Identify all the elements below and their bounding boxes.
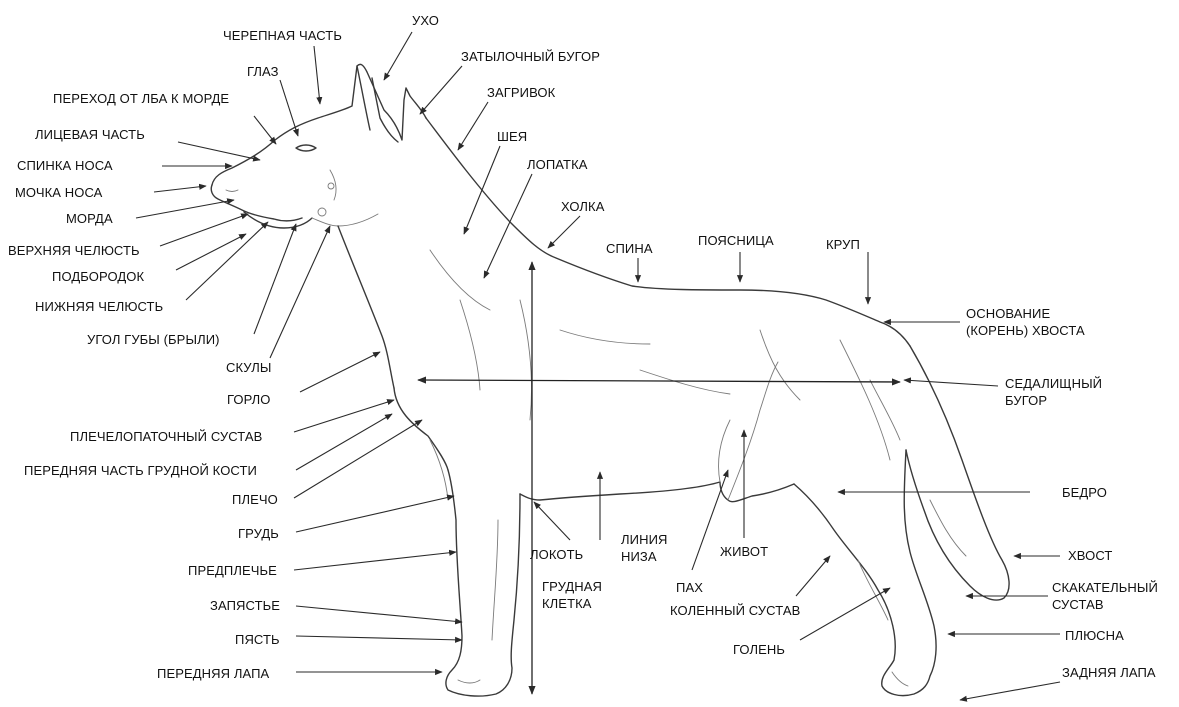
label-hock-line1: СКАКАТЕЛЬНЫЙ (1052, 579, 1158, 596)
front-leg (446, 470, 520, 696)
label-croup: КРУП (826, 236, 860, 253)
label-belly: ЖИВОТ (720, 543, 768, 560)
label-hindpaw: ЗАДНЯЯ ЛАПА (1062, 664, 1156, 681)
label-underline-line1: ЛИНИЯ (621, 531, 668, 548)
label-scruff: ЗАГРИВОК (487, 84, 555, 101)
label-cheekbones: СКУЛЫ (226, 359, 271, 376)
label-upper-jaw: ВЕРХНЯЯ ЧЕЛЮСТЬ (8, 242, 140, 259)
label-groin: ПАХ (676, 579, 703, 596)
label-shoulder-joint: ПЛЕЧЕЛОПАТОЧНЫЙ СУСТАВ (70, 428, 262, 445)
label-tail-base-line1: ОСНОВАНИЕ (966, 305, 1085, 322)
label-elbow: ЛОКОТЬ (530, 546, 583, 563)
label-metacarpus: ПЯСТЬ (235, 631, 280, 648)
tail-outline (906, 346, 1009, 600)
label-forearm: ПРЕДПЛЕЧЬЕ (188, 562, 277, 579)
label-upper-arm: ПЛЕЧО (232, 491, 278, 508)
label-lower-jaw: НИЖНЯЯ ЧЕЛЮСТЬ (35, 298, 163, 315)
label-chest: ГРУДЬ (238, 525, 279, 542)
label-stifle: КОЛЕННЫЙ СУСТАВ (670, 602, 800, 619)
label-lower-thigh: ГОЛЕНЬ (733, 641, 785, 658)
label-muzzle: МОРДА (66, 210, 113, 227)
label-nose: МОЧКА НОСА (15, 184, 102, 201)
label-ribcage: ГРУДНАЯ КЛЕТКА (542, 578, 602, 612)
label-underline-line2: НИЗА (621, 548, 668, 565)
label-metatarsus: ПЛЮСНА (1065, 627, 1124, 644)
label-chin: ПОДБОРОДОК (52, 268, 144, 285)
head-outline (212, 64, 426, 185)
topline (426, 118, 910, 346)
label-neck: ШЕЯ (497, 128, 527, 145)
label-stop: ПЕРЕХОД ОТ ЛБА К МОРДЕ (53, 90, 229, 107)
label-prosternum: ПЕРЕДНЯЯ ЧАСТЬ ГРУДНОЙ КОСТИ (24, 462, 257, 479)
label-cranial-part: ЧЕРЕПНАЯ ЧАСТЬ (223, 27, 342, 44)
label-ear: УХО (412, 12, 439, 29)
label-ribcage-line2: КЛЕТКА (542, 595, 602, 612)
label-ischial-line1: СЕДАЛИЩНЫЙ (1005, 375, 1102, 392)
label-lip-corner: УГОЛ ГУБЫ (БРЫЛИ) (87, 331, 220, 348)
label-ischial: СЕДАЛИЩНЫЙ БУГОР (1005, 375, 1102, 409)
label-eye: ГЛАЗ (247, 63, 279, 80)
label-ribcage-line1: ГРУДНАЯ (542, 578, 602, 595)
label-wrist: ЗАПЯСТЬЕ (210, 597, 280, 614)
label-hock: СКАКАТЕЛЬНЫЙ СУСТАВ (1052, 579, 1158, 613)
neck-front (338, 226, 394, 388)
label-back: СПИНА (606, 240, 653, 257)
label-ischial-line2: БУГОР (1005, 392, 1102, 409)
label-tail: ХВОСТ (1068, 547, 1112, 564)
label-tail-base-line2: (КОРЕНЬ) ХВОСТА (966, 322, 1085, 339)
label-facial-part: ЛИЦЕВАЯ ЧАСТЬ (35, 126, 145, 143)
ear-outline (357, 66, 398, 142)
label-forepaw: ПЕРЕДНЯЯ ЛАПА (157, 665, 269, 682)
label-tail-base: ОСНОВАНИЕ (КОРЕНЬ) ХВОСТА (966, 305, 1085, 339)
label-loin: ПОЯСНИЦА (698, 232, 774, 249)
chest-outline (394, 388, 448, 470)
muzzle-outline (211, 185, 302, 221)
label-withers: ХОЛКА (561, 198, 604, 215)
label-hock-line2: СУСТАВ (1052, 596, 1158, 613)
label-underline: ЛИНИЯ НИЗА (621, 531, 668, 565)
underline (520, 482, 794, 502)
label-shoulder-blade: ЛОПАТКА (527, 156, 588, 173)
length-arrow (418, 380, 900, 382)
eye-outline (296, 145, 316, 151)
label-throat: ГОРЛО (227, 391, 271, 408)
label-occipital: ЗАТЫЛОЧНЫЙ БУГОР (461, 48, 600, 65)
label-nasal-bridge: СПИНКА НОСА (17, 157, 113, 174)
label-thigh: БЕДРО (1062, 484, 1107, 501)
